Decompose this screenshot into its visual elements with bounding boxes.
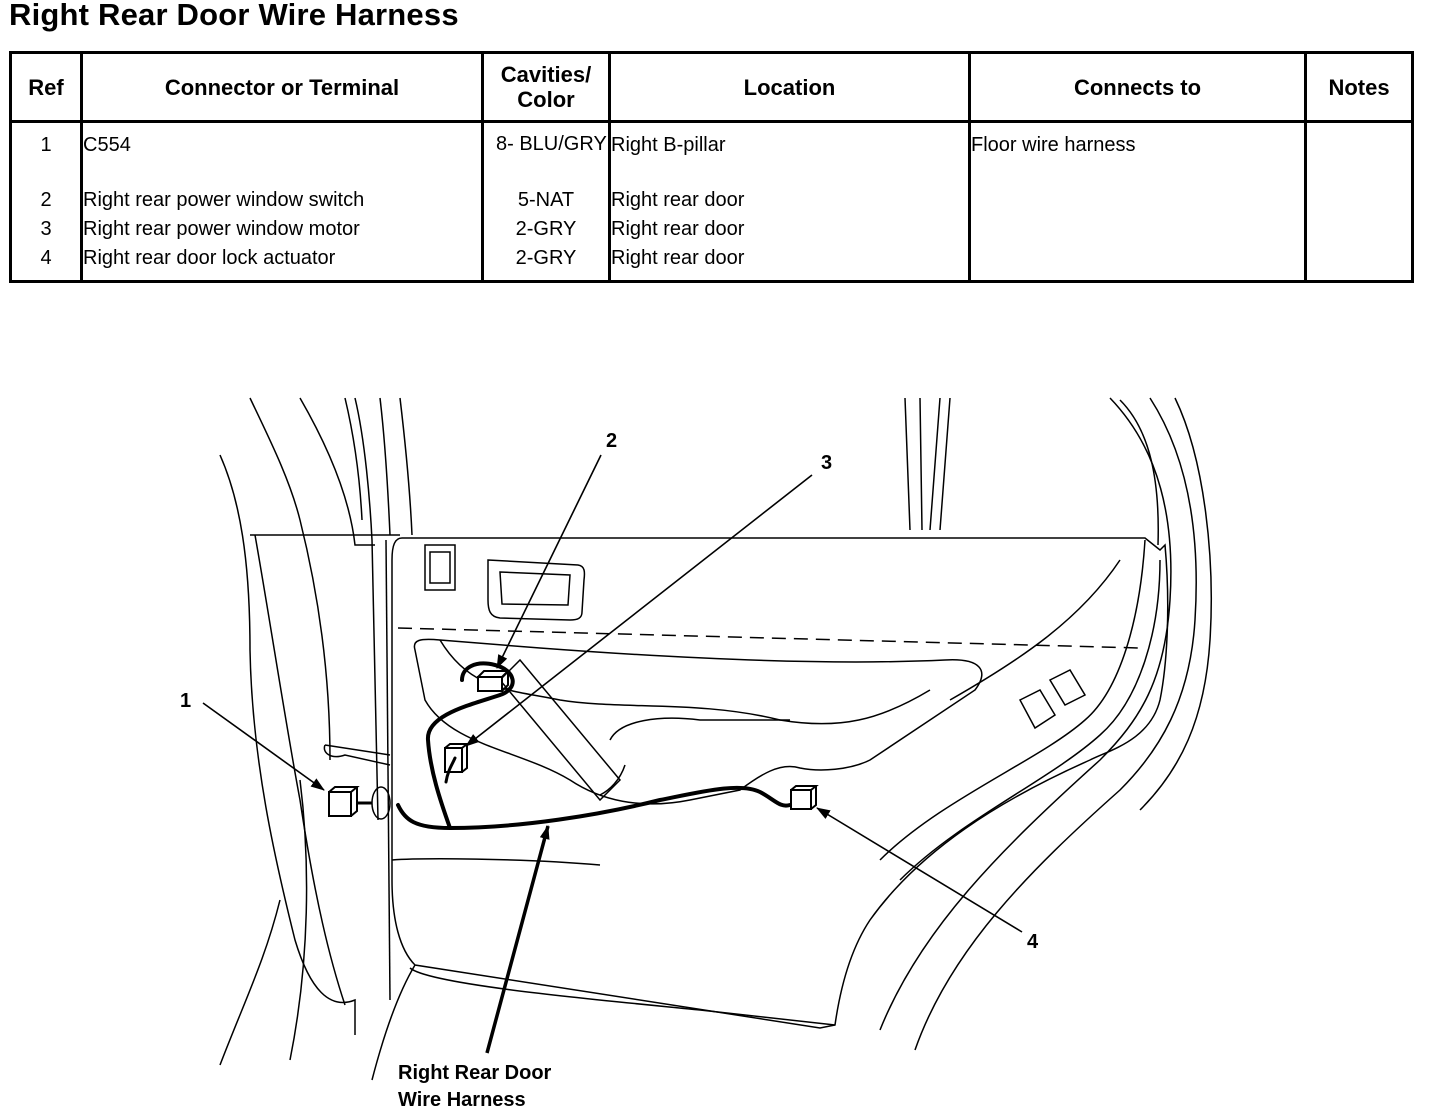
callout-4-label: 4 (1027, 931, 1039, 953)
table-body: 1 2 3 4 C554 Right rear power window swi… (9, 121, 1414, 282)
connector-2-icon (477, 670, 511, 692)
table-cell-connector: Right rear power window motor (83, 218, 360, 240)
header-ref: Ref (9, 51, 83, 123)
connector-4-icon (790, 785, 819, 810)
table-cell-connector: Right rear power window switch (83, 189, 365, 211)
harness-label-line2: Wire Harness (398, 1089, 526, 1111)
header-connector: Connector or Terminal (80, 51, 484, 123)
connects-to-column: Floor wire harness (968, 121, 1307, 282)
header-notes: Notes (1304, 51, 1414, 123)
callout-3-label: 3 (821, 452, 832, 474)
cavities-text: 8- BLU/GRY (496, 133, 607, 155)
table-cell-location: Right rear door (611, 189, 745, 211)
table-cell-cavities: 2-GRY (515, 218, 577, 240)
table-cell-ref: 4 (40, 247, 52, 269)
table-cell-connects-to: Floor wire harness (971, 134, 1136, 156)
callout-leaders (202, 454, 1023, 1054)
harness-label-line1: Right Rear Door (398, 1062, 552, 1084)
table-cell-ref: 1 (40, 134, 52, 156)
table-cell-location: Right rear door (611, 247, 745, 269)
harness-wire (396, 661, 792, 831)
callout-1-label: 1 (180, 690, 191, 712)
table-cell-cavities: 5-NAT (517, 189, 575, 211)
body-structure-lines (219, 397, 416, 1081)
table-cell-connector: Right rear door lock actuator (83, 247, 336, 269)
table-cell-connector: C554 (83, 134, 131, 156)
wheel-arch-lines (879, 397, 1212, 1051)
notes-column (1304, 121, 1414, 282)
table-cell-location: Right B-pillar (611, 134, 726, 156)
table-cell-location: Right rear door (611, 218, 745, 240)
table-cell-cavities: 2-GRY (515, 247, 577, 269)
header-location: Location (608, 51, 971, 123)
door-panel-outline (391, 537, 1169, 1029)
table-cell-cavities: 8- BLU/GRY (484, 132, 608, 188)
connector-table: Ref Connector or Terminal Cavities/ Colo… (9, 51, 1414, 283)
connector-column: C554 Right rear power window switch Righ… (80, 121, 484, 282)
ref-column: 1 2 3 4 (9, 121, 83, 282)
harness-label: Right Rear Door Wire Harness (398, 1060, 551, 1114)
cavities-column: 8- BLU/GRY 5-NAT 2-GRY 2-GRY (481, 121, 611, 282)
location-column: Right B-pillar Right rear door Right rea… (608, 121, 971, 282)
header-cavities: Cavities/ Color (481, 51, 611, 123)
header-cavities-text: Cavities/ Color (500, 62, 592, 112)
header-connects-to: Connects to (968, 51, 1307, 123)
table-cell-ref: 3 (40, 218, 52, 240)
page-title: Right Rear Door Wire Harness (9, 0, 459, 32)
callout-2-label: 2 (606, 430, 617, 452)
table-header-row: Ref Connector or Terminal Cavities/ Colo… (9, 51, 1414, 123)
table-cell-ref: 2 (40, 189, 52, 211)
connector-1-icon (328, 786, 372, 817)
